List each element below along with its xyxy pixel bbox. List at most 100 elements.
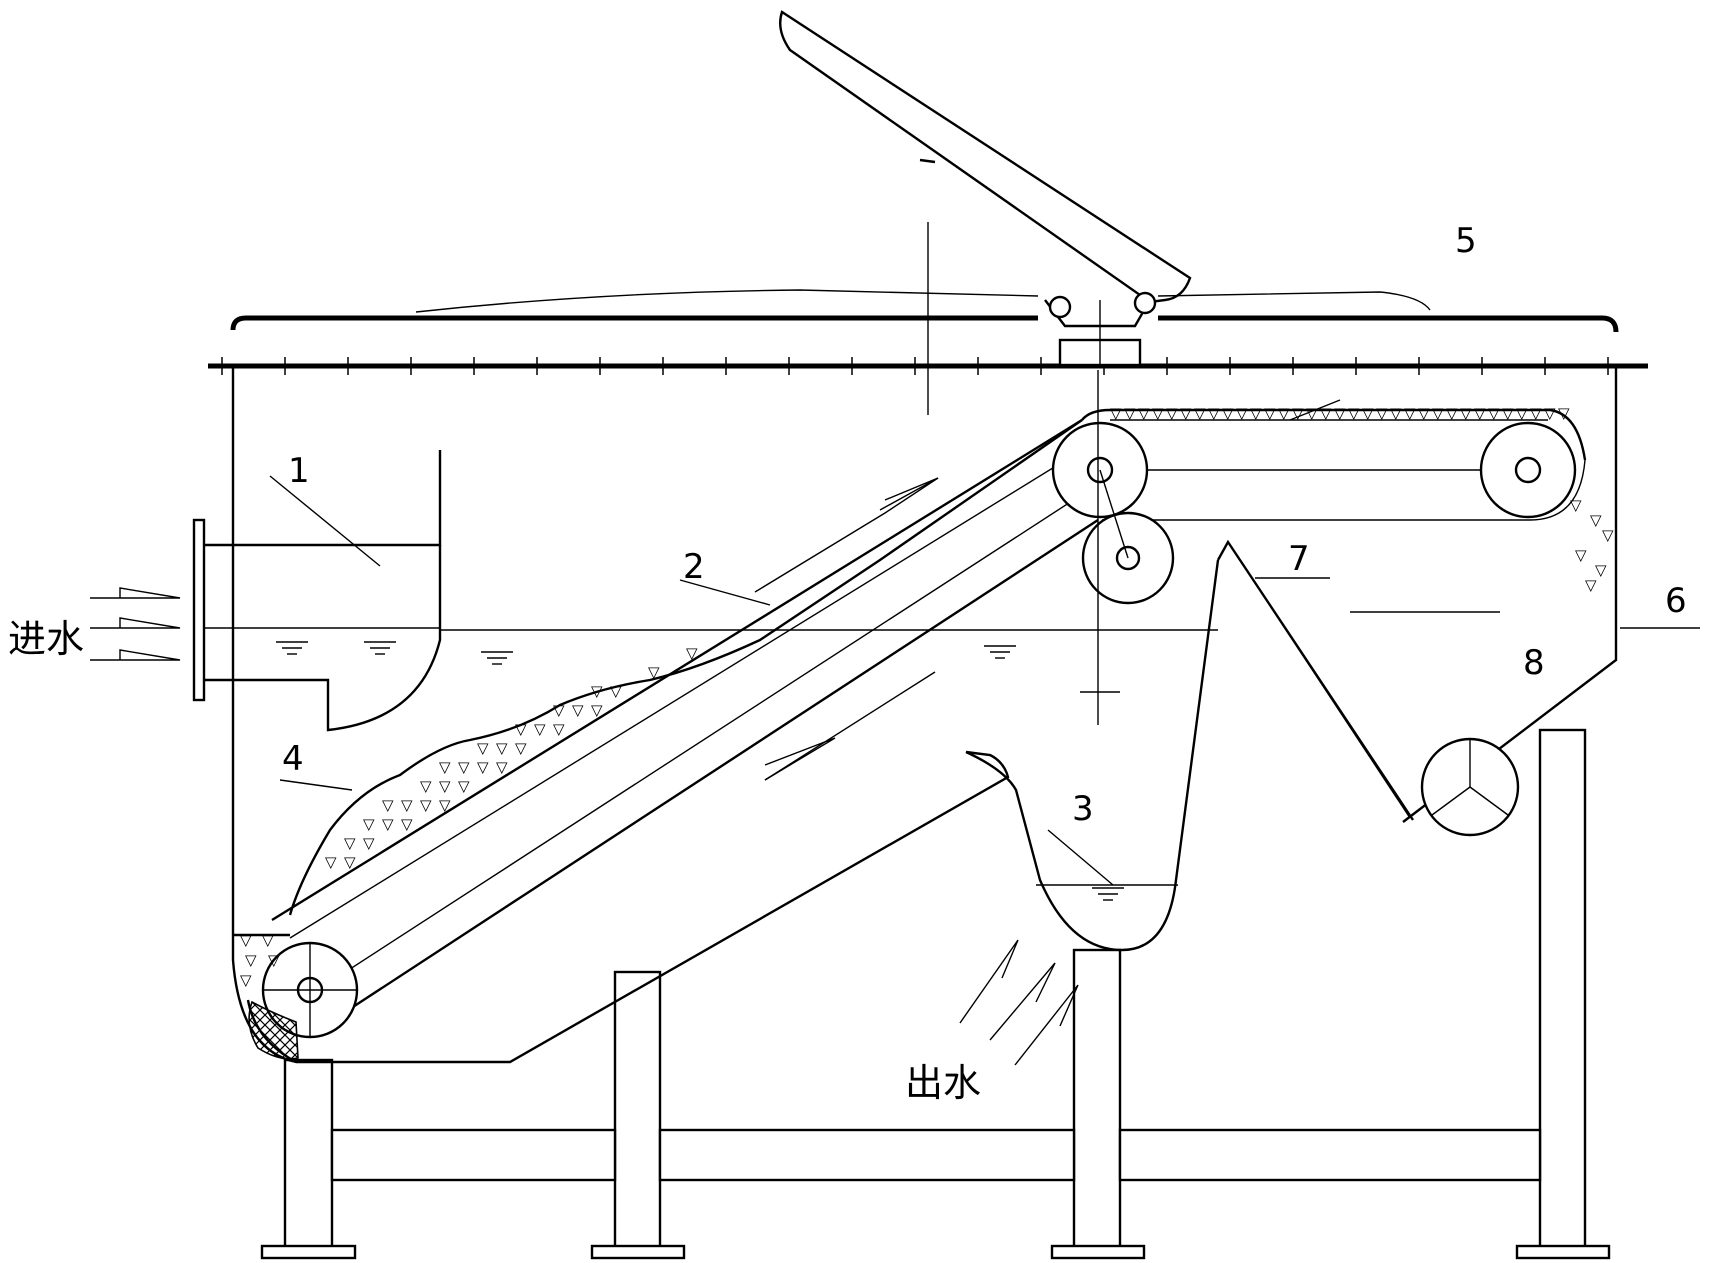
sediment-particle: ▽: [1292, 404, 1304, 422]
sediment-particle: ▽: [1446, 404, 1458, 422]
sediment-particle: ▽: [1590, 511, 1602, 529]
roller-8: [1420, 737, 1520, 837]
sediment-particle: ▽: [1602, 526, 1614, 544]
inlet-box: [192, 450, 442, 732]
center-lines: [927, 222, 1120, 725]
sediment-particle: ▽: [496, 758, 508, 776]
sediment-particle: ▽: [1502, 404, 1514, 422]
leader-lines: [269, 399, 1700, 886]
sediment-pile: [288, 419, 1083, 916]
sediment-particle: ▽: [439, 758, 451, 776]
sediment-particle: ▽: [591, 701, 603, 719]
sediment-particle: ▽: [240, 931, 252, 949]
sediment-particle: ▽: [534, 720, 546, 738]
sediment-particle: ▽: [1250, 404, 1262, 422]
sediment-particle: ▽: [325, 853, 337, 871]
sediment-particle: ▽: [515, 720, 527, 738]
sediment-particle: ▽: [1194, 404, 1206, 422]
label-8: 8: [1523, 643, 1545, 683]
lid-hatch: [779, 10, 1192, 367]
sediment-particle: ▽: [1418, 404, 1430, 422]
sediment-particle: ▽: [1306, 404, 1318, 422]
sediment-particle: ▽: [1558, 404, 1570, 422]
sediment-particle: ▽: [553, 701, 565, 719]
outlet-water-label: 出水: [905, 1061, 981, 1105]
sediment-particle: ▽: [401, 796, 413, 814]
sediment-particle: ▽: [268, 951, 280, 969]
sediment-particle: ▽: [1348, 404, 1360, 422]
sediment-particle: ▽: [245, 951, 257, 969]
sediment-particle: ▽: [1488, 404, 1500, 422]
sediment-particle: ▽: [1432, 404, 1444, 422]
label-3: 3: [1072, 789, 1094, 829]
sediment-particle: ▽: [1222, 404, 1234, 422]
sediment-particle: ▽: [591, 682, 603, 700]
sediment-particle: ▽: [1180, 404, 1192, 422]
sediment-particle: ▽: [458, 758, 470, 776]
rollers: [261, 421, 1577, 1039]
water-level-symbols: [276, 641, 1124, 901]
sediment-particle: ▽: [1138, 404, 1150, 422]
sediment-particle: ▽: [1516, 404, 1528, 422]
sediment-particle: ▽: [1530, 404, 1542, 422]
sediment-particle: ▽: [420, 796, 432, 814]
inlet-water-label: 进水: [8, 617, 84, 661]
sediment-particle: ▽: [420, 777, 432, 795]
sediment-particle: ▽: [1544, 404, 1556, 422]
sediment-particle: ▽: [1575, 546, 1587, 564]
sediment-particle: ▽: [363, 834, 375, 852]
sediment-particle: ▽: [1390, 404, 1402, 422]
sediment-particle: ▽: [262, 931, 274, 949]
inlet-arrows: [90, 587, 181, 661]
sediment-particle: ▽: [1166, 404, 1178, 422]
sediment-particle: ▽: [439, 777, 451, 795]
sediment-particle: ▽: [1376, 404, 1388, 422]
sediment-particle: ▽: [1152, 404, 1164, 422]
sediment-particle: ▽: [344, 853, 356, 871]
upper-belt: [1102, 408, 1587, 521]
label-7: 7: [1288, 539, 1310, 579]
sediment-particle: ▽: [1334, 404, 1346, 422]
support-frame: [260, 728, 1611, 1260]
sediment-particle: ▽: [572, 701, 584, 719]
label-1: 1: [288, 451, 310, 491]
sediment-particle: ▽: [477, 758, 489, 776]
sediment-particle: ▽: [1474, 404, 1486, 422]
sediment-particle: ▽: [496, 739, 508, 757]
sediment-particle: ▽: [553, 720, 565, 738]
sediment-particle: ▽: [477, 739, 489, 757]
sediment-particle: ▽: [1460, 404, 1472, 422]
sediment-particle: ▽: [1404, 404, 1416, 422]
sediment-particle: ▽: [1236, 404, 1248, 422]
sediment-particle: ▽: [1320, 404, 1332, 422]
sediment-particle: ▽: [382, 796, 394, 814]
screen-mesh: [248, 1000, 299, 1060]
sediment-particle: ▽: [610, 682, 622, 700]
sediment-particle: ▽: [344, 834, 356, 852]
label-2: 2: [683, 547, 705, 587]
inclined-conveyor: [271, 408, 1111, 1022]
sediment-particle: ▽: [1208, 404, 1220, 422]
sediment-particles: ▽▽▽▽▽▽▽▽▽▽▽▽▽▽▽▽▽▽▽▽▽▽▽▽▽▽▽▽▽▽▽▽▽▽▽▽▽▽▽▽…: [240, 404, 1614, 989]
sediment-particle: ▽: [648, 663, 660, 681]
sediment-particle: ▽: [401, 815, 413, 833]
sediment-particle: ▽: [1570, 496, 1582, 514]
outlet-arrows: [959, 939, 1079, 1066]
label-4: 4: [282, 739, 304, 779]
sediment-particle: ▽: [363, 815, 375, 833]
sediment-particle: ▽: [1595, 561, 1607, 579]
sediment-particle: ▽: [515, 739, 527, 757]
sediment-particle: ▽: [382, 815, 394, 833]
sediment-particle: ▽: [240, 971, 252, 989]
conveyor-arrows: [754, 477, 939, 781]
sediment-particle: ▽: [1362, 404, 1374, 422]
sediment-particle: ▽: [458, 777, 470, 795]
sediment-particle: ▽: [686, 644, 698, 662]
sediment-particle: ▽: [1264, 404, 1276, 422]
sediment-particle: ▽: [1278, 404, 1290, 422]
label-5: 5: [1455, 221, 1477, 261]
sediment-particle: ▽: [1124, 404, 1136, 422]
sediment-particle: ▽: [1585, 576, 1597, 594]
sediment-particle: ▽: [439, 796, 451, 814]
